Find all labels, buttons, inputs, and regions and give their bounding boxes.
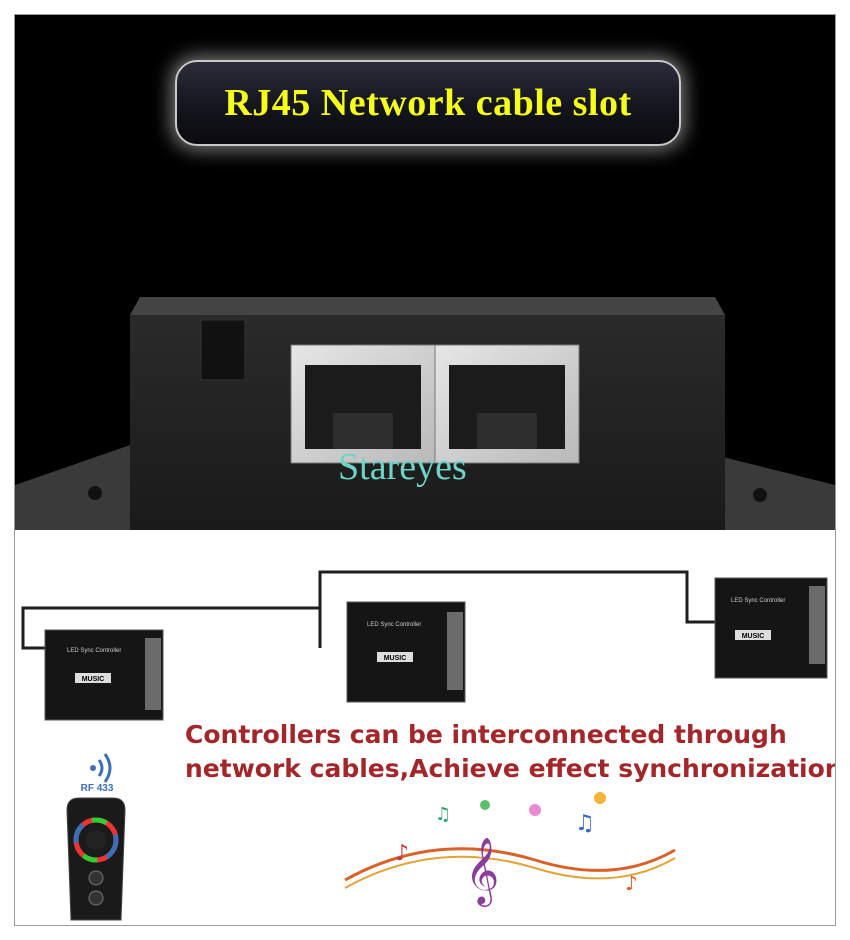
controller-3-mode: MUSIC xyxy=(742,633,765,640)
controller-2-label: LED Sync Controller xyxy=(367,622,421,628)
rf-frequency-label: RF 433 xyxy=(80,783,114,794)
mount-hole-right xyxy=(753,488,767,502)
music-note-icon: ♫ xyxy=(575,811,595,836)
controller-1-label: LED Sync Controller xyxy=(67,648,121,654)
butterfly-icon xyxy=(594,792,606,804)
controller-3-label: LED Sync Controller xyxy=(731,598,785,604)
device-photo-panel: RJ45 Network cable slot xyxy=(15,15,835,530)
power-slot xyxy=(200,319,246,381)
left-flange xyxy=(15,445,130,530)
wireless-signal-icon xyxy=(90,753,112,783)
case-top-edge xyxy=(130,297,725,315)
music-note-icon: ♪ xyxy=(625,871,638,895)
music-note-icon: ♫ xyxy=(435,804,451,825)
rj45-port-1-latch xyxy=(333,413,393,449)
remote-control xyxy=(66,797,126,921)
controller-device-illustration xyxy=(15,297,835,530)
controller-unit-3: LED Sync Controller MUSIC xyxy=(714,577,828,679)
caption-line-1: Controllers can be interconnected throug… xyxy=(185,720,787,749)
treble-clef-icon: 𝄞 xyxy=(465,836,499,907)
sync-caption: Controllers can be interconnected throug… xyxy=(185,718,836,786)
butterfly-icon xyxy=(480,800,490,810)
right-flange xyxy=(715,455,835,530)
rj45-port-2-latch xyxy=(477,413,537,449)
controller-1-mode: MUSIC xyxy=(82,676,105,683)
caption-line-2: network cables,Achieve effect synchroniz… xyxy=(185,754,836,783)
butterfly-icon xyxy=(529,804,541,816)
controller-2-mode: MUSIC xyxy=(384,655,407,662)
sync-diagram-panel: LED Sync Controller MUSIC LED Sync Contr… xyxy=(15,530,836,925)
controller-unit-2: LED Sync Controller MUSIC xyxy=(346,601,466,703)
music-notes-decoration: 𝄞 ♪ ♫ ♪ ♫ xyxy=(344,792,676,907)
sync-diagram: LED Sync Controller MUSIC LED Sync Contr… xyxy=(21,570,828,921)
banner-title: RJ45 Network cable slot xyxy=(224,82,632,124)
controller-unit-1: LED Sync Controller MUSIC xyxy=(44,629,164,721)
brand-watermark: Stareyes xyxy=(338,446,467,488)
title-banner: RJ45 Network cable slot xyxy=(175,60,681,146)
mount-hole-left xyxy=(88,486,102,500)
music-note-icon: ♪ xyxy=(395,841,409,866)
network-cable-2 xyxy=(318,570,715,648)
product-image-frame: RJ45 Network cable slot xyxy=(14,14,836,926)
